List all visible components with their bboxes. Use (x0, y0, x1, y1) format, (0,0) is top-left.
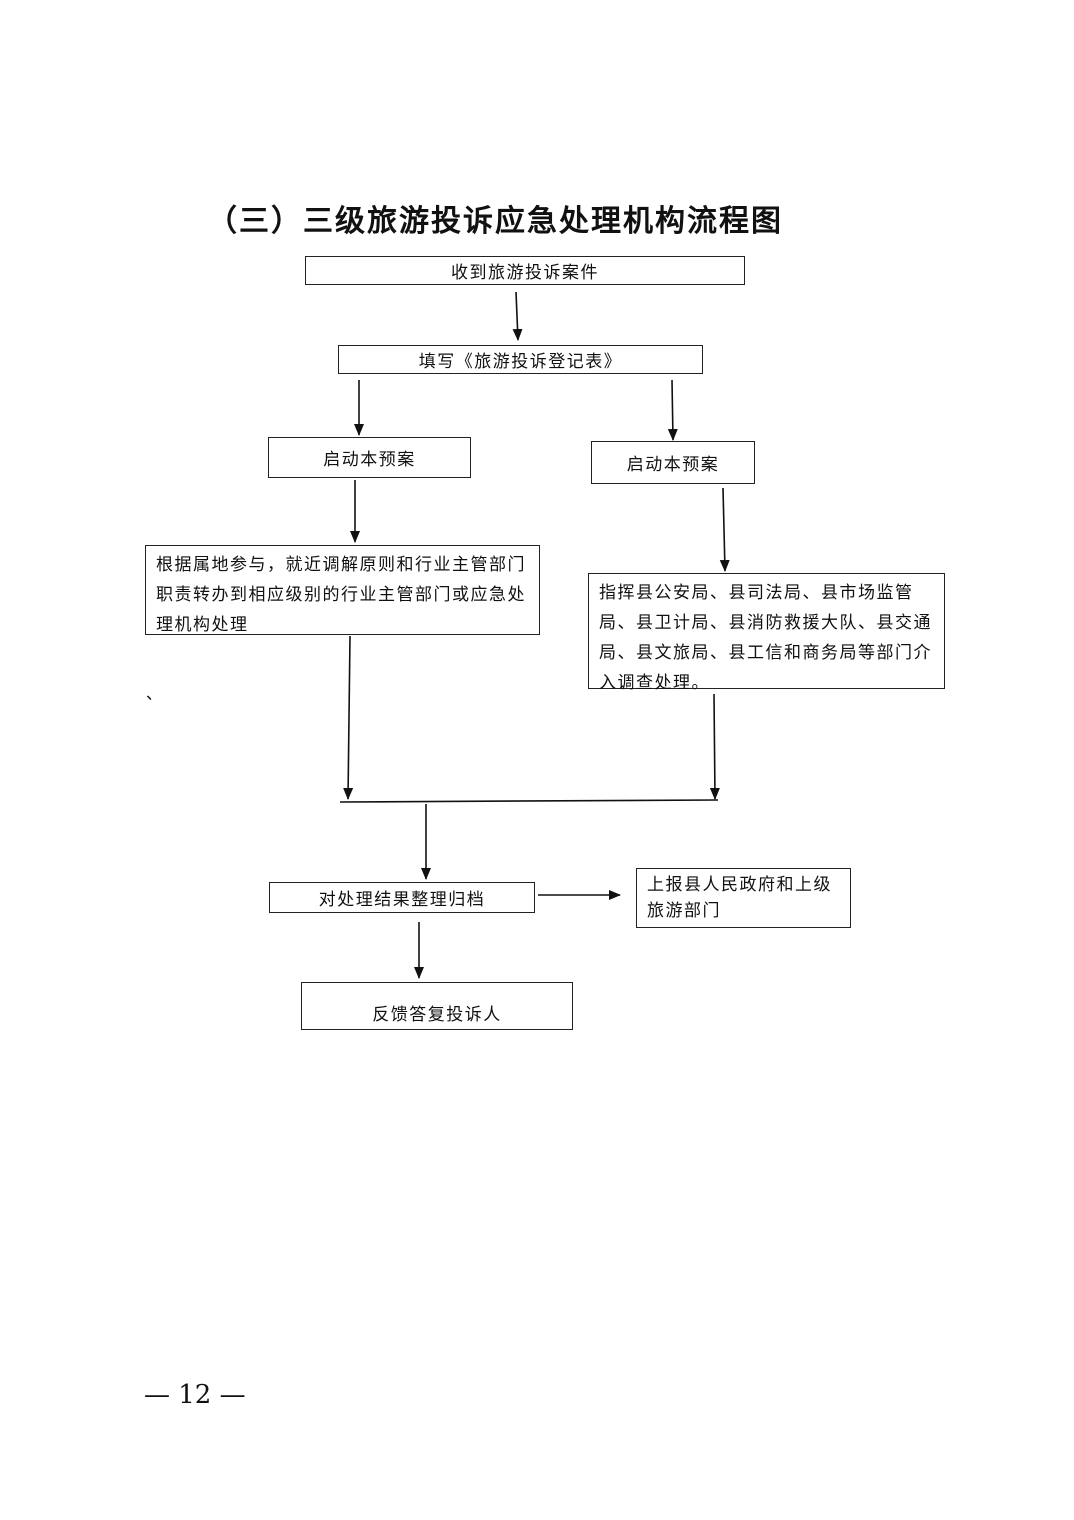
node-left-action-label: 根据属地参与，就近调解原则和行业主管部门职责转办到相应级别的行业主管部门或应急处… (156, 555, 526, 635)
node-archive-label: 对处理结果整理归档 (318, 890, 486, 910)
merge-line (339, 799, 719, 803)
node-start-plan-left: 启动本预案 (268, 437, 471, 478)
node-start-left-label: 启动本预案 (323, 450, 416, 470)
node-receive-label: 收到旅游投诉案件 (451, 263, 599, 283)
node-fill-register-form: 填写《旅游投诉登记表》 (338, 345, 703, 374)
node-right-action-label: 指挥县公安局、县司法局、县市场监管局、县卫计局、县消防救援大队、县交通局、县文旅… (599, 583, 932, 693)
arrow-register-to-start-right (667, 379, 678, 441)
node-receive-complaint: 收到旅游投诉案件 (305, 256, 745, 285)
page-number: — 12 — (144, 1380, 246, 1410)
node-start-right-label: 启动本预案 (626, 455, 720, 475)
node-feedback-complainant: 反馈答复投诉人 (301, 982, 573, 1030)
node-start-plan-right: 启动本预案 (591, 441, 755, 484)
arrow-left-action-to-merge (343, 635, 354, 800)
node-archive-results: 对处理结果整理归档 (269, 882, 535, 913)
stray-mark: 、 (146, 684, 163, 703)
node-left-action: 根据属地参与，就近调解原则和行业主管部门职责转办到相应级别的行业主管部门或应急处… (145, 545, 540, 635)
arrow-right-action-to-merge (709, 693, 720, 800)
arrow-receive-to-register (512, 291, 523, 341)
page-title: （三）三级旅游投诉应急处理机构流程图 (207, 204, 783, 239)
node-report-upward: 上报县人民政府和上级旅游部门 (636, 868, 851, 928)
node-register-label: 填写《旅游投诉登记表》 (418, 352, 623, 372)
arrow-start-right-to-right-action (719, 487, 730, 572)
node-report-label: 上报县人民政府和上级旅游部门 (647, 875, 832, 921)
node-feedback-label: 反馈答复投诉人 (372, 1004, 502, 1025)
node-right-action: 指挥县公安局、县司法局、县市场监管局、县卫计局、县消防救援大队、县交通局、县文旅… (588, 573, 945, 693)
